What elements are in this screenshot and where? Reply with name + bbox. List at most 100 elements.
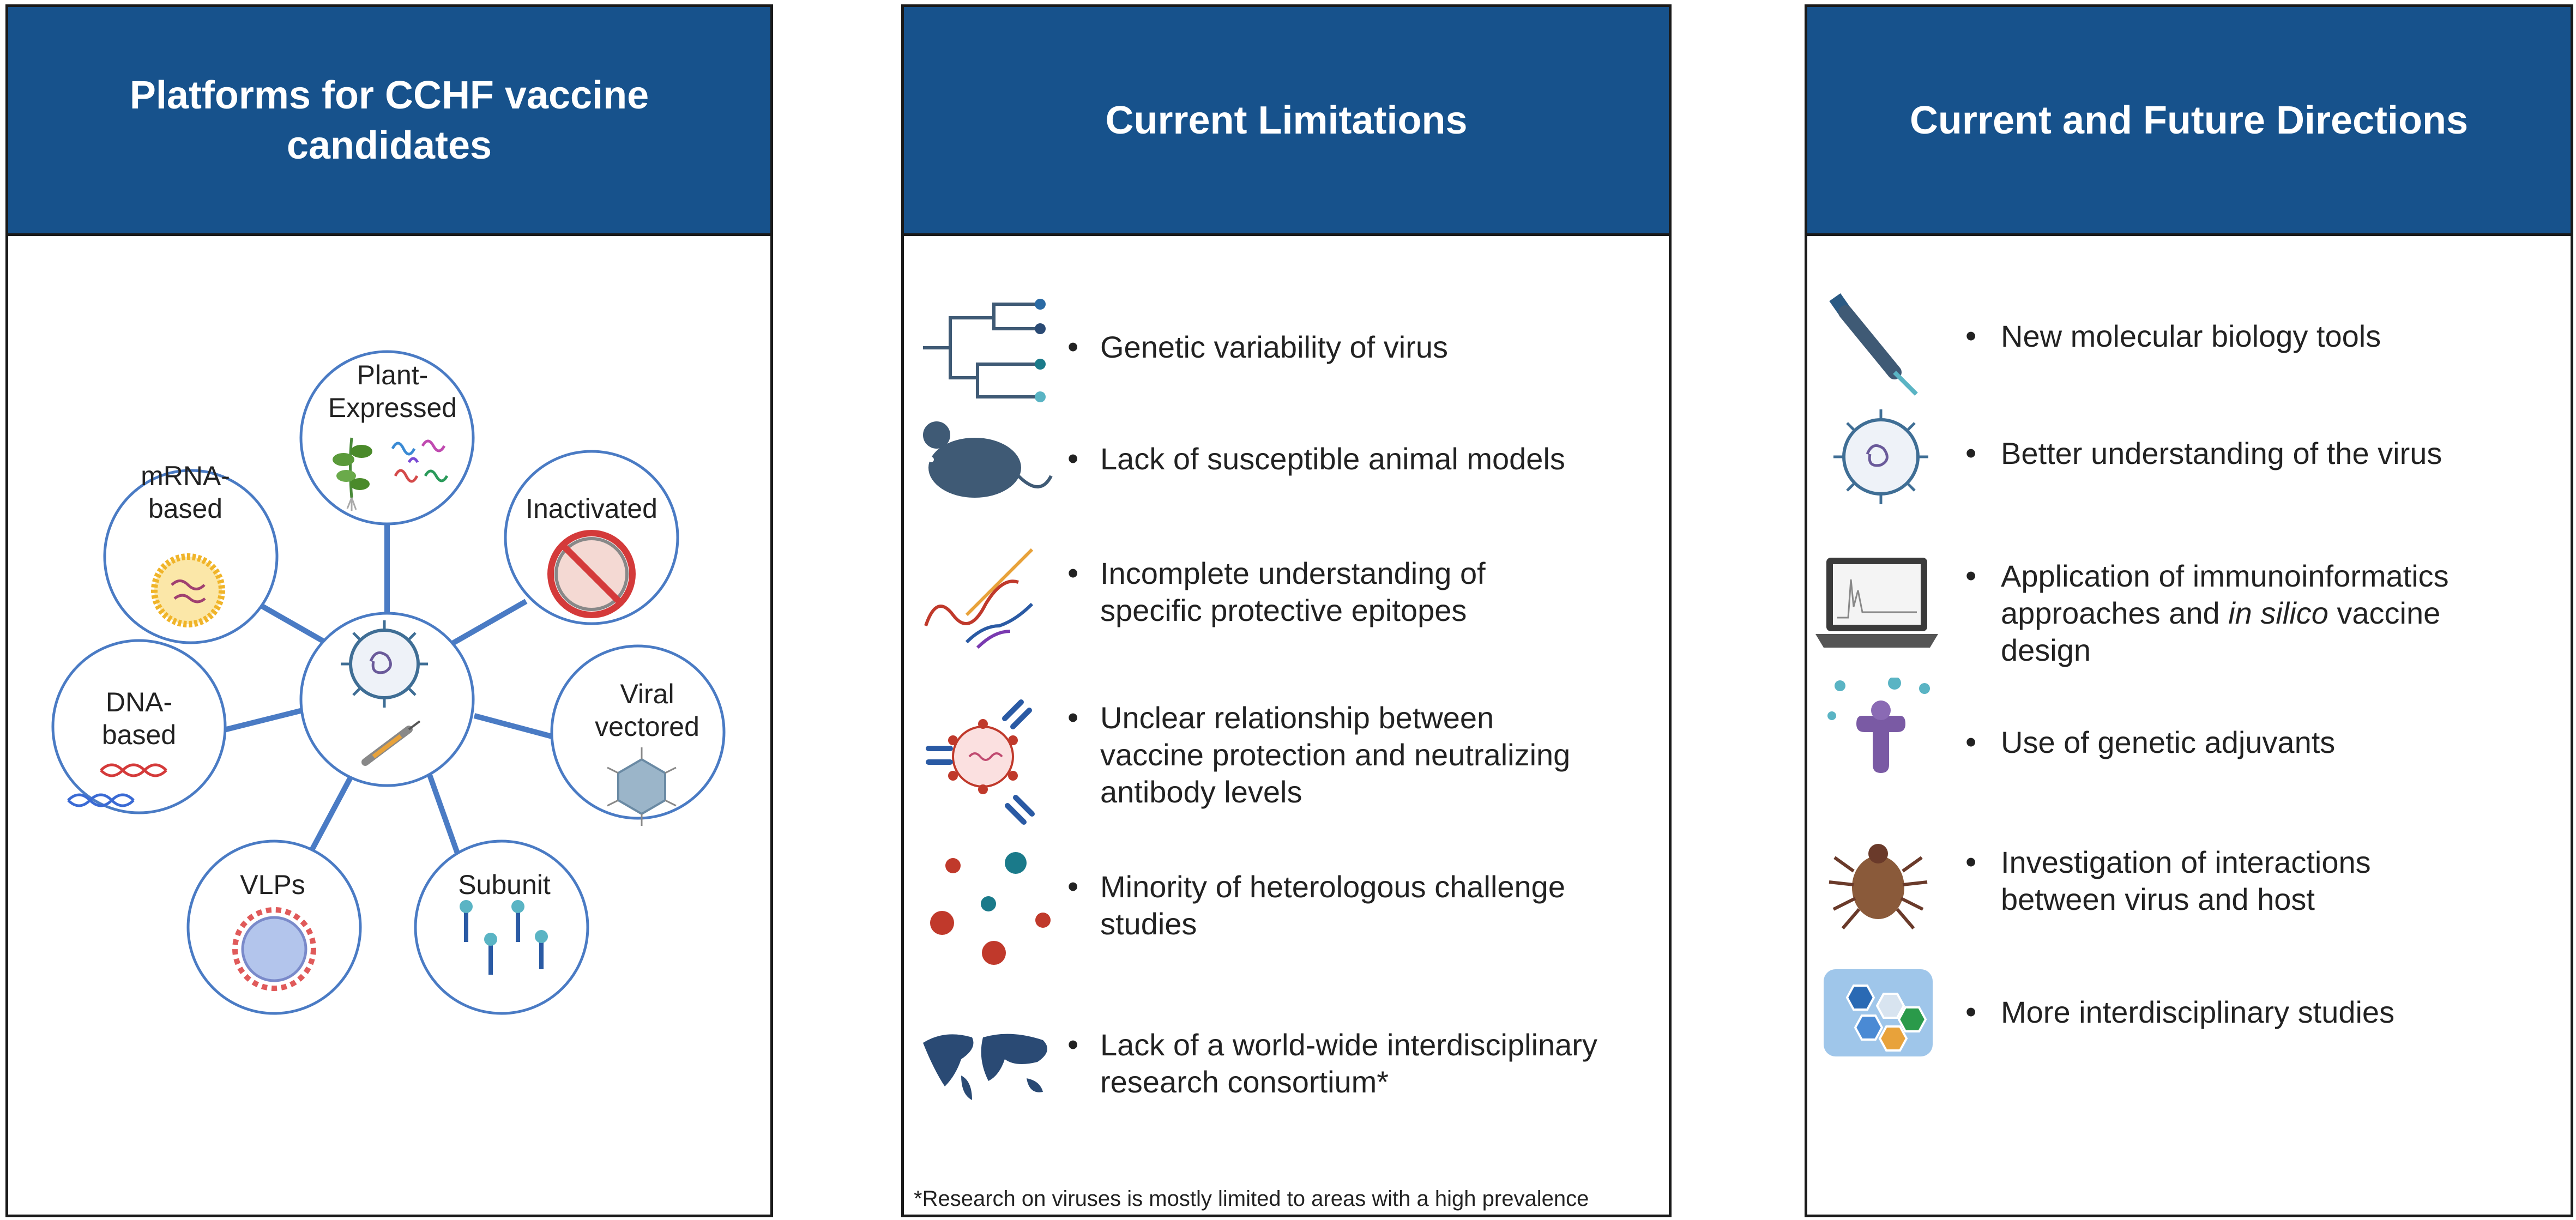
limitation-3-line2: specific protective epitopes [1100,593,1467,627]
limitation-text-6: Lack of a world-wide interdisciplinary r… [1100,1026,1597,1101]
direction-6-line1: More interdisciplinary studies [2001,995,2395,1029]
label-plant-expressed: Plant- Expressed [328,359,457,424]
label-mrna-line2: based [148,493,223,524]
label-viral-line1: Viral [620,679,674,709]
adenovirus-icon [607,747,677,826]
label-viral-vectored: Viral vectored [595,678,699,743]
dna-helix-icon [67,763,167,807]
syringe-icon [361,720,421,766]
limitations-panel: Current Limitations • Genetic variabilit… [901,4,1672,1217]
virus-variants-icon [930,852,1051,965]
limitation-row-5: • Minority of heterologous challenge stu… [904,841,1669,972]
directions-header: Current and Future Directions [1807,7,2571,236]
subunit-proteins-icon [460,900,548,975]
platforms-title-line2: candidates [286,123,492,167]
label-vlps: VLPs [240,868,305,901]
bullet: • [1965,318,1977,354]
directions-title: Current and Future Directions [1909,98,2469,142]
direction-text-3: Application of immunoinformatics approac… [2001,558,2449,669]
protein-fold-icons [391,439,449,483]
direction-text-6: More interdisciplinary studies [2001,994,2394,1031]
bullet: • [1965,558,1977,594]
platforms-header: Platforms for CCHF vaccine candidates [8,7,770,236]
direction-text-1: New molecular biology tools [2001,318,2381,355]
bullet: • [1965,436,1977,471]
direction-row-6: • More interdisciplinary studies [1807,964,2571,1073]
direction-2-line1: Better understanding of the virus [2001,436,2442,470]
direction-1-line1: New molecular biology tools [2001,319,2381,353]
bullet: • [1965,844,1977,880]
circle-dna-based [51,639,227,814]
direction-5-line2: between virus and host [2001,882,2315,916]
limitation-row-1: • Genetic variability of virus [904,291,1669,402]
direction-3-line3: design [2001,633,2091,667]
limitation-4-line2: vaccine protection and neutralizing [1100,738,1571,772]
limitation-text-2: Lack of susceptible animal models [1100,440,1565,478]
bullet: • [1067,1027,1079,1062]
limitation-4-line3: antibody levels [1100,775,1302,809]
hub-circle [299,612,475,787]
direction-row-1: • New molecular biology tools [1807,285,2571,396]
label-dna-based: DNA- based [102,686,176,751]
bullet: • [1067,329,1079,365]
limitation-4-line1: Unclear relationship between [1100,700,1494,735]
tick-icon [1829,844,1928,929]
direction-row-4: • Use of genetic adjuvants [1807,678,2571,787]
circle-vlps [186,839,362,1015]
limitation-text-3: Incomplete understanding of specific pro… [1100,555,1486,629]
label-inactivated: Inactivated [526,492,657,525]
limitation-2-line1: Lack of susceptible animal models [1100,442,1565,476]
limitation-text-4: Unclear relationship between vaccine pro… [1100,699,1570,811]
adjuvant-receptor-icon [1827,678,1930,773]
circle-viral-vectored [550,644,726,826]
antibody-neutralization-icon [926,699,1035,825]
lipid-nanoparticle-icon [151,553,225,627]
directions-panel: Current and Future Directions • New mole… [1805,4,2573,1217]
mouse-icon [923,421,1053,498]
pipette-icon [1829,293,1918,396]
limitations-title: Current Limitations [1105,98,1468,142]
bullet: • [1965,724,1977,760]
limitation-1-line1: Genetic variability of virus [1100,330,1449,364]
bullet: • [1067,700,1079,735]
limitation-row-6: • Lack of a world-wide interdisciplinary… [904,1016,1669,1114]
interdisciplinary-icon [1824,969,1933,1056]
limitation-row-3: • Incomplete understanding of specific p… [904,544,1669,653]
plant-icon [333,437,372,511]
laptop-icon [1815,558,1938,648]
label-vlps-line1: VLPs [240,869,305,900]
phylogenetic-tree-icon [923,299,1046,402]
spokes [214,525,557,856]
label-dna-line1: DNA- [105,687,173,717]
limitation-row-4: • Unclear relationship between vaccine p… [904,688,1669,830]
limitation-3-line1: Incomplete understanding of [1100,556,1486,590]
bullet: • [1067,441,1079,476]
circle-mrna-based [103,469,279,644]
direction-row-3: • Application of immunoinformatics appro… [1807,547,2571,699]
limitation-6-line1: Lack of a world-wide interdisciplinary [1100,1028,1597,1062]
direction-3-line2: approaches and in silico vaccine [2001,596,2441,630]
limitation-row-2: • Lack of susceptible animal models [904,416,1669,503]
circle-plant-expressed [299,350,475,526]
limitation-text-1: Genetic variability of virus [1100,329,1448,366]
limitation-5-line2: studies [1100,907,1197,941]
platforms-title-line1: Platforms for CCHF vaccine [129,73,649,117]
bullet: • [1067,555,1079,591]
bullet: • [1067,869,1079,904]
direction-3-line1: Application of immunoinformatics [2001,559,2449,593]
label-plant-line2: Expressed [328,392,457,423]
virus-icon [1833,409,1928,504]
label-subunit: Subunit [458,868,551,901]
direction-text-5: Investigation of interactions between vi… [2001,844,2371,918]
label-mrna-line1: mRNA- [141,461,230,491]
circle-inactivated [504,450,679,625]
label-plant-line1: Plant- [357,360,429,390]
world-map-icon [923,1034,1047,1100]
in-silico-text: in silico [2228,596,2328,630]
direction-5-line1: Investigation of interactions [2001,845,2371,879]
hub-virus-icon [341,620,428,708]
label-inactivated-line1: Inactivated [526,493,657,524]
epitope-strands-icon [924,548,1034,649]
direction-row-2: • Better understanding of the virus [1807,405,2571,514]
limitation-5-line1: Minority of heterologous challenge [1100,869,1565,904]
